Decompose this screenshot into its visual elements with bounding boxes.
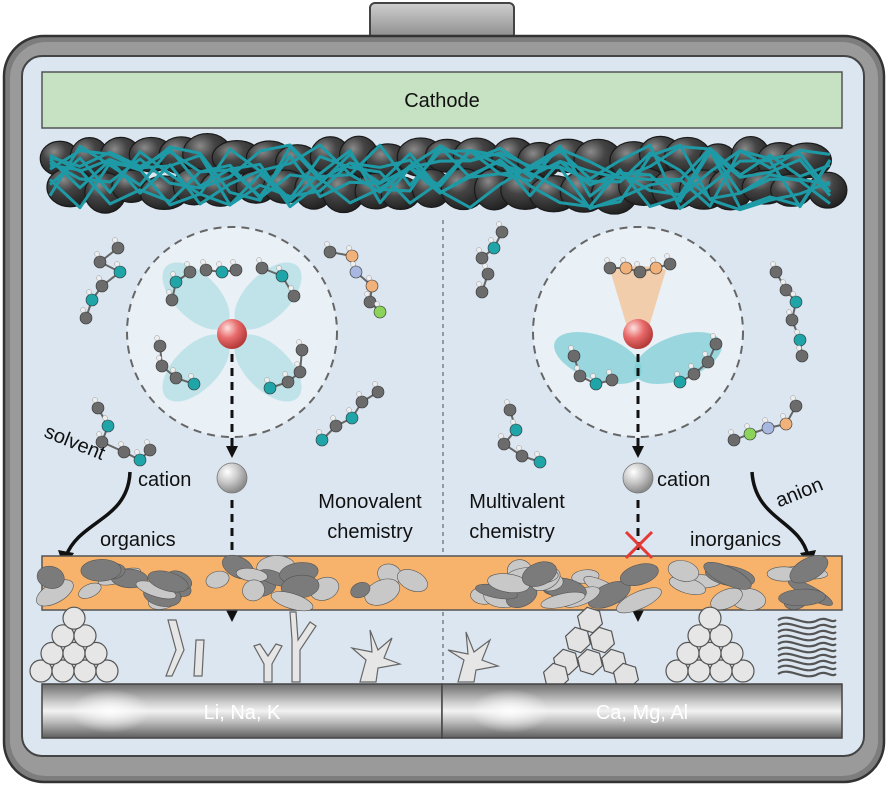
sei-grain	[616, 587, 662, 614]
right-cation-label: cation	[657, 469, 710, 491]
solvent-molecule	[91, 397, 157, 467]
binder-fiber	[49, 146, 831, 211]
sei-grain	[242, 579, 265, 602]
monovalent-label-line2: chemistry	[327, 521, 413, 543]
solvent-molecule	[199, 259, 243, 279]
needle-deposit	[193, 639, 205, 677]
sei-grain	[270, 591, 314, 612]
needle-deposit	[165, 619, 185, 677]
solvent-molecule	[153, 335, 201, 391]
binder-fiber	[49, 150, 832, 205]
left-solvation-shell	[126, 226, 338, 438]
sei-grain	[789, 555, 829, 584]
monovalent-label-line1: Monovalent	[318, 491, 422, 513]
anion-molecule	[603, 253, 677, 279]
multivalent-label-line1: Multivalent	[469, 491, 565, 513]
sei-grain	[620, 563, 659, 587]
dendritic-deposit	[349, 629, 403, 683]
solvent-molecule	[315, 381, 385, 447]
sei-grains	[36, 554, 833, 614]
solvent-molecule	[567, 345, 619, 391]
sei-grain	[487, 573, 530, 594]
solvent-molecule	[165, 261, 197, 307]
sei-grain	[36, 565, 65, 589]
sei-grain	[205, 570, 230, 589]
metal-deposits	[29, 606, 837, 690]
solvent-molecule	[497, 399, 547, 469]
anion-molecule	[323, 241, 387, 319]
solvent-molecule	[255, 257, 301, 303]
solvent-molecule	[673, 333, 723, 389]
sei-grain	[147, 570, 189, 593]
fibrous-deposit	[777, 616, 837, 678]
solvent-molecule	[263, 339, 309, 395]
faceted-deposit	[542, 606, 640, 690]
binder-fiber	[48, 145, 831, 206]
sei-grain	[78, 582, 102, 599]
solvent-molecule	[769, 261, 809, 363]
cathode-label: Cathode	[404, 90, 480, 112]
branched-deposit	[253, 643, 283, 683]
left-anode-label: Li, Na, K	[204, 702, 281, 724]
right-solvation-shell	[532, 226, 744, 438]
anion-molecule	[727, 395, 803, 447]
sei-grain	[778, 588, 826, 607]
left-bare-cation	[216, 462, 248, 494]
right-bare-cation	[622, 462, 654, 494]
binder-fiber	[49, 143, 832, 210]
solvent-molecule	[79, 237, 127, 325]
dendritic-deposit	[447, 631, 501, 683]
battery-terminal	[369, 2, 515, 40]
sei-grain	[521, 561, 557, 587]
inorganics-label: inorganics	[690, 529, 781, 551]
right-anode-label: Ca, Mg, Al	[596, 702, 688, 724]
sei-grain	[364, 578, 401, 606]
sei-grain	[703, 562, 752, 590]
right-solvated-cation	[623, 319, 653, 349]
left-cation-label: cation	[138, 469, 191, 491]
sei-grain	[397, 569, 428, 592]
binder-fibers	[48, 143, 832, 212]
sei-grain	[710, 587, 743, 611]
multivalent-label-line2: chemistry	[469, 521, 555, 543]
solvent-molecule	[475, 221, 509, 299]
sei-grain	[667, 560, 700, 582]
sei-grain	[540, 591, 586, 609]
sei-grain	[80, 559, 122, 582]
organics-label: organics	[100, 529, 176, 551]
sei-grain	[350, 582, 371, 599]
blocked-transport-x	[624, 530, 654, 560]
branched-deposit	[289, 611, 317, 683]
binder-fiber	[49, 143, 832, 211]
binder-fiber	[49, 143, 831, 212]
spherical-deposit	[29, 606, 119, 683]
left-solvated-cation	[217, 319, 247, 349]
solvent-molecules	[79, 221, 809, 469]
cathode-bar	[41, 71, 843, 129]
spherical-deposit	[665, 606, 755, 683]
